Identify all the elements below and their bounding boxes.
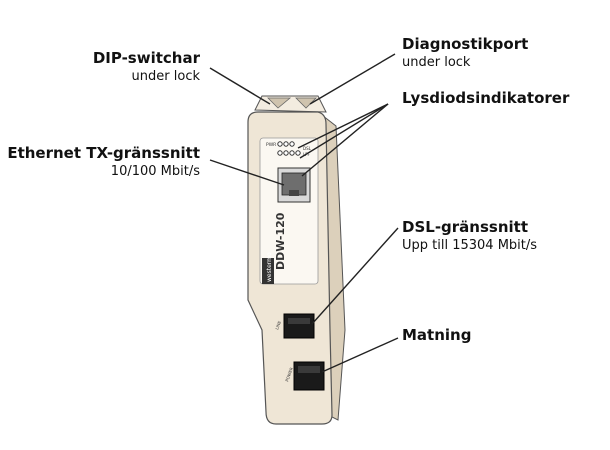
brand-logo-box — [262, 258, 274, 284]
dip-switch-cover — [267, 97, 292, 109]
led — [283, 150, 289, 156]
label-leds: Lysdiodsindikatorer — [402, 89, 570, 107]
label-ethernet: Ethernet TX-gränssnitt 10/100 Mbit/s — [7, 144, 200, 180]
leader-led-2 — [299, 103, 389, 159]
leader-lines — [209, 53, 399, 373]
label-power-title: Matning — [402, 326, 472, 344]
led — [277, 141, 283, 147]
dsl-connector: LINE — [274, 313, 315, 339]
power-connector: POWER — [284, 361, 325, 391]
port-label-line: LINE — [274, 320, 282, 331]
label-diagnostic-port: Diagnostikport under lock — [402, 35, 529, 71]
leader-led-3 — [301, 103, 389, 177]
label-power: Matning — [402, 326, 472, 344]
model-name: DDW-120 — [274, 212, 287, 270]
ethernet-port-clip — [289, 190, 299, 196]
dsl-connector-pins — [288, 318, 310, 324]
label-diagnostic-port-title: Diagnostikport — [402, 35, 529, 53]
power-connector-pins — [298, 366, 320, 373]
dsl-connector-body — [283, 313, 315, 339]
brand-logo: westermo — [262, 252, 274, 284]
led — [283, 141, 289, 147]
leader-dip — [209, 67, 271, 105]
label-ethernet-sub: 10/100 Mbit/s — [110, 164, 200, 180]
label-dsl-sub: Upp till 15304 Mbit/s — [402, 238, 538, 254]
leader-diag — [309, 53, 396, 105]
leader-dsl — [311, 227, 399, 325]
led-label-dsl: DSL — [303, 146, 312, 151]
leader-eth — [209, 159, 285, 186]
led — [295, 150, 301, 156]
leader-power — [321, 337, 399, 373]
label-dip-switch-sub: under lock — [131, 69, 200, 85]
led — [277, 150, 283, 156]
label-dsl: DSL-gränssnitt Upp till 15304 Mbit/s — [402, 218, 538, 254]
label-diagnostic-port-sub: under lock — [402, 55, 471, 71]
label-leds-title: Lysdiodsindikatorer — [402, 89, 570, 107]
label-dip-switch: DIP-switchar under lock — [92, 49, 200, 85]
led — [289, 141, 295, 147]
label-ethernet-title: Ethernet TX-gränssnitt — [7, 144, 200, 162]
brand-logo-text: westermo — [266, 252, 273, 282]
port-label-power: POWER — [284, 366, 294, 382]
leader-led-1 — [297, 103, 389, 149]
led-label-pwr: PWR — [266, 142, 276, 148]
label-dsl-title: DSL-gränssnitt — [402, 218, 528, 236]
led — [289, 150, 295, 156]
label-dip-switch-title: DIP-switchar — [92, 49, 200, 67]
